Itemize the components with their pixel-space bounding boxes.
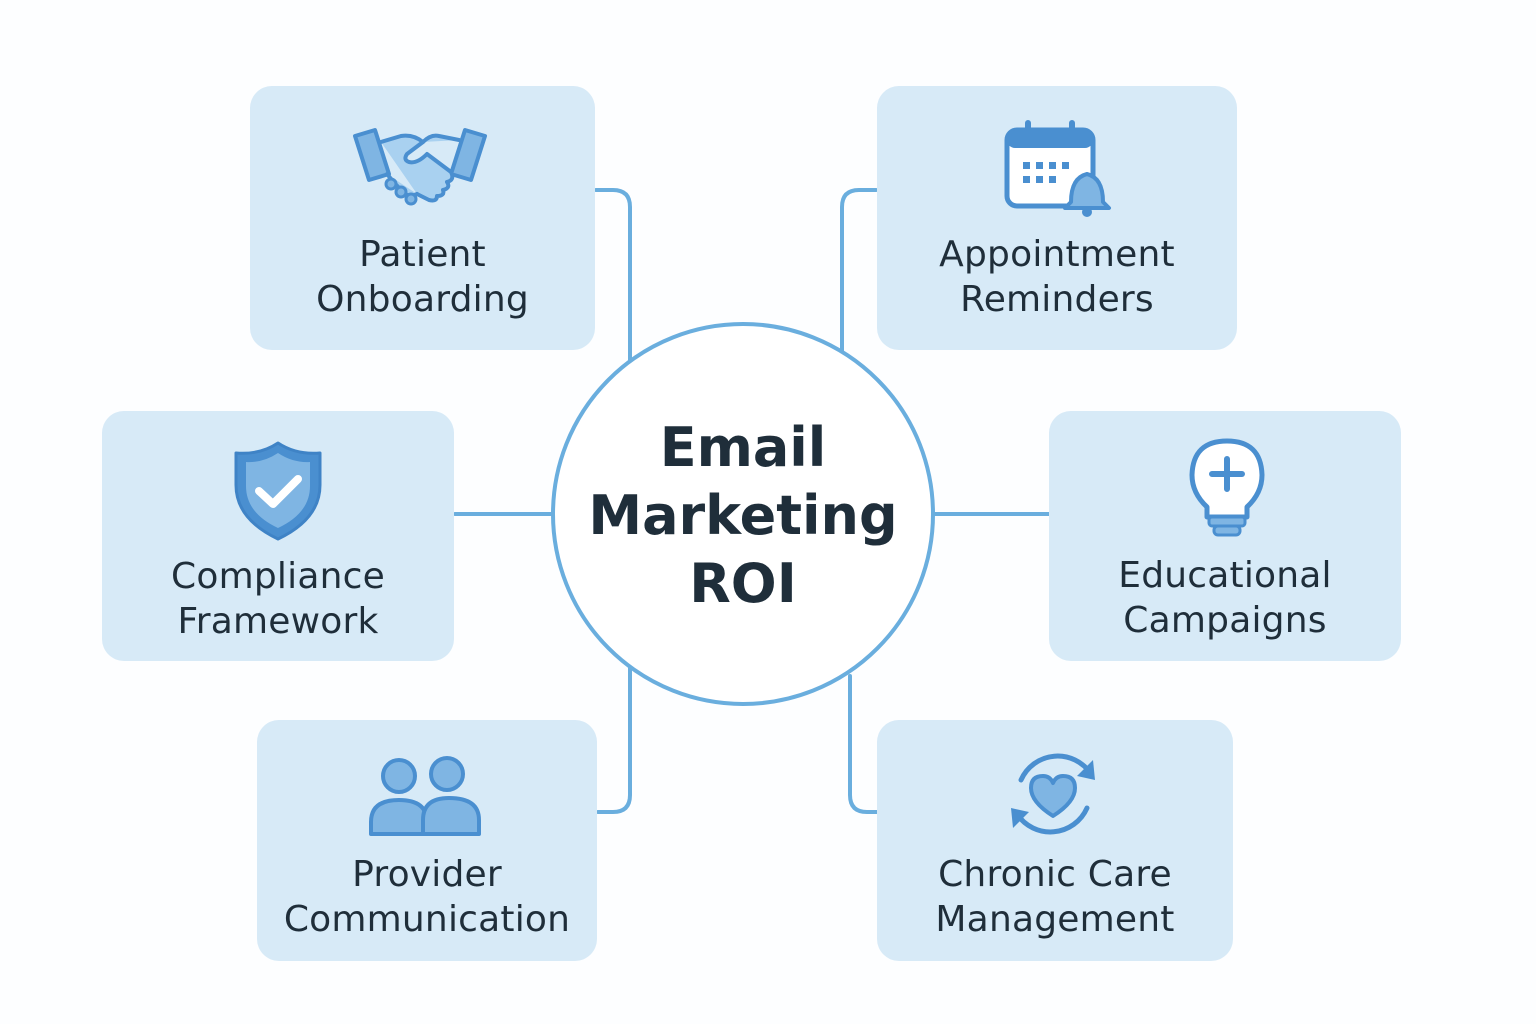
label-line: Framework — [177, 601, 379, 642]
hub-title: Email Marketing ROI — [555, 414, 931, 618]
connector-provider-communication — [596, 666, 632, 814]
label-line: Onboarding — [316, 279, 529, 320]
center-hub: Email Marketing ROI — [551, 322, 935, 706]
card-provider-communication: Provider Communication — [257, 720, 597, 961]
connector-patient-onboarding — [594, 188, 632, 362]
card-patient-onboarding: Patient Onboarding — [250, 86, 595, 350]
card-compliance-framework: Compliance Framework — [102, 411, 454, 661]
label-line: Educational — [1118, 555, 1332, 596]
label-patient-onboarding: Patient Onboarding — [250, 232, 595, 322]
label-appointment-reminders: Appointment Reminders — [877, 232, 1237, 322]
label-line: Appointment — [939, 234, 1175, 275]
connector-chronic-care-management — [848, 674, 880, 814]
card-educational-campaigns: Educational Campaigns — [1049, 411, 1401, 661]
handshake-icon — [353, 128, 487, 206]
label-line: Reminders — [960, 279, 1154, 320]
heart-cycle-icon — [1011, 753, 1095, 835]
label-line: Patient — [359, 234, 486, 275]
label-educational-campaigns: Educational Campaigns — [1049, 553, 1401, 643]
calendar-bell-icon — [1004, 120, 1111, 217]
label-compliance-framework: Compliance Framework — [102, 554, 454, 644]
label-line: Provider — [352, 854, 502, 895]
label-line: Campaigns — [1123, 600, 1327, 641]
connector-appointment-reminders — [840, 188, 878, 354]
label-line: Communication — [283, 899, 571, 940]
card-chronic-care-management: Chronic Care Management — [877, 720, 1233, 961]
people-icon — [369, 756, 481, 836]
shield-check-icon — [234, 441, 322, 541]
lightbulb-plus-icon — [1189, 438, 1265, 537]
label-line: Management — [935, 899, 1175, 940]
hub-title-line: ROI — [689, 552, 797, 615]
label-line: Chronic Care — [938, 854, 1172, 895]
card-appointment-reminders: Appointment Reminders — [877, 86, 1237, 350]
label-line: Compliance — [171, 556, 385, 597]
hub-title-line: Marketing — [588, 484, 898, 547]
label-chronic-care-management: Chronic Care Management — [877, 852, 1233, 942]
hub-title-line: Email — [659, 416, 827, 479]
label-provider-communication: Provider Communication — [257, 852, 597, 942]
